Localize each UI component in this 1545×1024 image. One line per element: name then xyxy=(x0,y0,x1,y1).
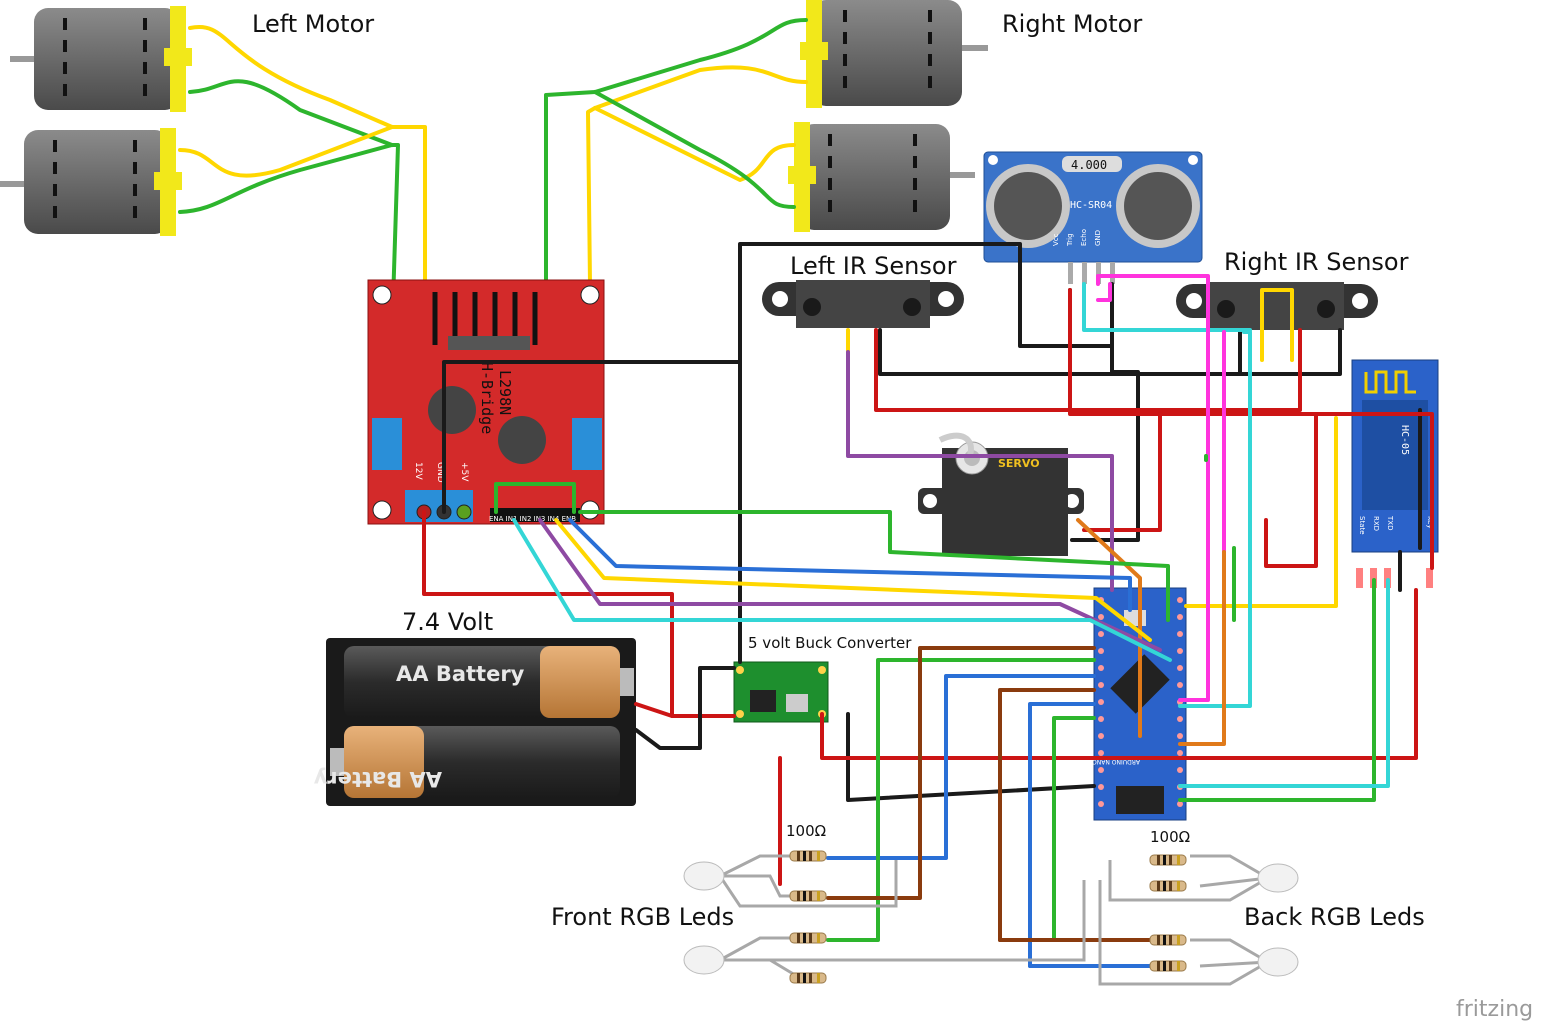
ultrasonic-pin-trig: Trig xyxy=(1066,233,1074,247)
bluetooth-pin-txd: TXD xyxy=(1386,515,1394,530)
l298n-name: L298N xyxy=(496,370,514,415)
front-leds-label: Front RGB Leds xyxy=(551,903,734,931)
battery-cell-1-label: AA Battery xyxy=(396,662,525,686)
left-motor-top xyxy=(10,6,192,112)
l298n-pin-5v: +5V xyxy=(459,462,469,482)
battery-title: 7.4 Volt xyxy=(402,608,493,636)
buck-label: 5 volt Buck Converter xyxy=(748,634,912,652)
wiring xyxy=(422,242,1434,986)
bluetooth-module: HC-05 State RXD TXD Key xyxy=(1351,359,1439,588)
l298n-pin-gnd: GND xyxy=(435,462,445,483)
servo-motor: SERVO xyxy=(918,432,1084,556)
servo-label: SERVO xyxy=(998,457,1040,470)
right-motor-bottom xyxy=(788,122,975,232)
ultrasonic-pin-gnd: GND xyxy=(1094,230,1102,246)
ultrasonic-display: 4.000 xyxy=(1071,158,1107,172)
right-ir-label: Right IR Sensor xyxy=(1224,248,1409,276)
ultrasonic-pin-echo: Echo xyxy=(1080,229,1088,246)
resistor-front-1 xyxy=(789,850,827,862)
right-motor-top xyxy=(800,0,988,108)
ultrasonic-sensor: 4.000 HC-SR04 Vcc Trig Echo GND xyxy=(983,151,1203,284)
bluetooth-pin-state: State xyxy=(1358,516,1366,535)
resistor-front-4 xyxy=(789,972,827,984)
resistor-back-2 xyxy=(1149,880,1187,892)
front-resistor-label: 100Ω xyxy=(786,822,826,840)
battery-cell-2-label: AA Battery xyxy=(313,767,442,791)
ultrasonic-pin-vcc: Vcc xyxy=(1052,233,1060,246)
fritzing-watermark: fritzing xyxy=(1456,997,1533,1022)
resistor-back-3 xyxy=(1149,934,1187,946)
resistor-back-4 xyxy=(1149,960,1187,972)
left-motor-label: Left Motor xyxy=(252,10,374,38)
l298n-logic-pins: ENA IN1 IN2 IN3 IN4 ENB xyxy=(489,515,576,523)
resistor-front-3 xyxy=(789,932,827,944)
buck-converter xyxy=(733,661,829,723)
back-leds-label: Back RGB Leds xyxy=(1244,903,1425,931)
left-ir-label: Left IR Sensor xyxy=(790,252,957,280)
left-motor-bottom xyxy=(0,128,182,236)
right-motor-label: Right Motor xyxy=(1002,10,1142,38)
arduino-label: ARDUINO NANO V3.0 xyxy=(1076,758,1140,765)
back-resistor-label: 100Ω xyxy=(1150,828,1190,846)
motor-wires xyxy=(178,18,808,462)
back-rgb-group xyxy=(1149,854,1299,977)
ultrasonic-model: HC-SR04 xyxy=(1070,200,1112,211)
resistor-front-2 xyxy=(789,890,827,902)
l298n-subtitle: H-Bridge xyxy=(478,362,496,434)
front-rgb-group xyxy=(683,850,827,984)
bluetooth-model: HC-05 xyxy=(1399,425,1410,455)
resistor-back-1 xyxy=(1149,854,1187,866)
l298n-pin-12v: 12V xyxy=(413,462,423,480)
l298n-driver: L298N H-Bridge 12V GND +5V ENA IN1 IN2 I… xyxy=(367,279,605,525)
battery-pack: AA Battery AA Battery xyxy=(313,638,636,806)
bluetooth-pin-rxd: RXD xyxy=(1372,516,1380,531)
left-ir-sensor xyxy=(762,280,964,328)
